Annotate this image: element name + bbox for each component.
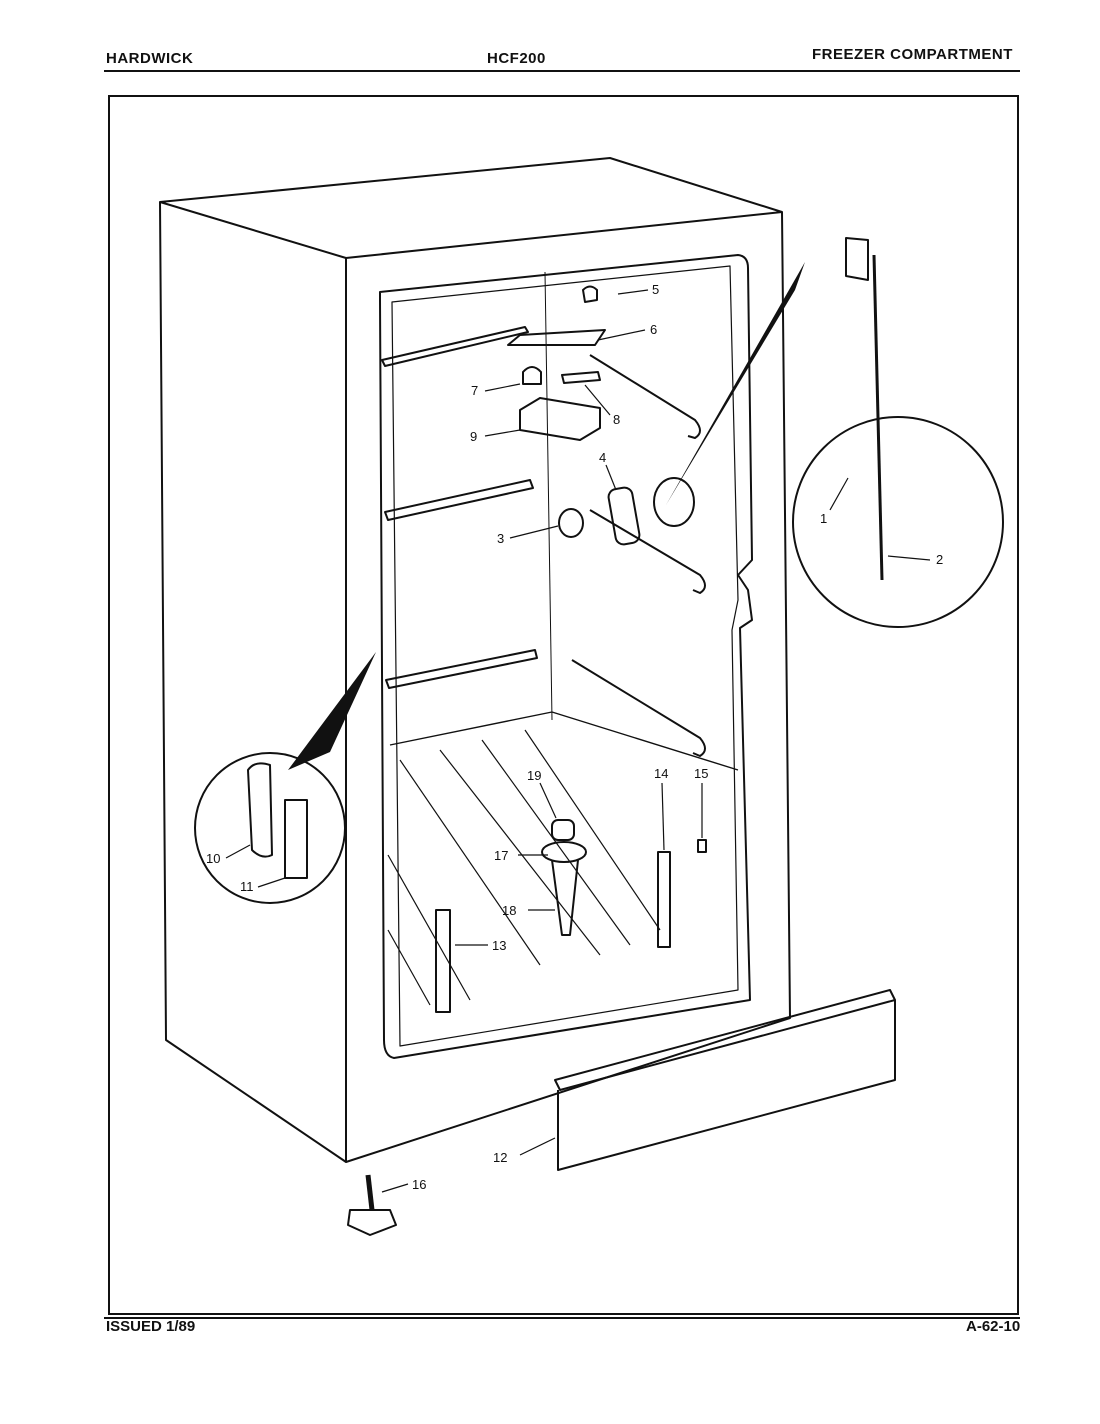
liner-inner (391, 265, 739, 1047)
leader-19 (539, 782, 557, 819)
part-10-latch (247, 762, 273, 858)
footer-issued: ISSUED 1/89 (106, 1318, 196, 1335)
header-model: HCF200 (487, 50, 546, 67)
part-13-bracket (435, 909, 451, 1013)
leader-14 (661, 782, 665, 851)
footer-code: A-62-10 (966, 1318, 1021, 1335)
part-15-screw (697, 839, 707, 853)
shelf-rail-left-3 (385, 649, 538, 689)
callout-13: 13 (492, 938, 506, 953)
part-2-capillary (872, 254, 884, 581)
callout-11: 11 (240, 879, 254, 894)
callout-15: 15 (694, 766, 708, 781)
header-rule (104, 70, 1020, 72)
part-3-knob (558, 508, 584, 538)
detail-circle-thermostat (792, 416, 1004, 628)
callout-7: 7 (471, 383, 478, 398)
shelf-rail-left-2 (384, 479, 534, 521)
part-5-light (582, 285, 598, 303)
part-14-bracket (657, 851, 671, 948)
header-section: FREEZER COMPARTMENT (812, 46, 1013, 63)
part-11-strike (284, 799, 308, 879)
cabinet-outline (159, 157, 791, 1163)
leader-16 (381, 1183, 409, 1193)
callout-18: 18 (502, 903, 516, 918)
callout-9: 9 (470, 429, 477, 444)
magnify-wedge-right (666, 262, 805, 505)
callout-8: 8 (613, 412, 620, 427)
callout-12: 12 (493, 1150, 507, 1165)
shelf-rail-right-3 (571, 659, 706, 757)
leader-3 (509, 525, 559, 539)
callout-6: 6 (650, 322, 657, 337)
floor-wire-6 (387, 929, 431, 1006)
part-16-leg-screw (365, 1174, 375, 1211)
cabinet-top-edge (159, 201, 783, 259)
callout-4: 4 (599, 450, 606, 465)
detail-circle-latch (194, 752, 346, 904)
shelf-rail-right-2 (589, 509, 706, 594)
leader-2 (887, 555, 931, 561)
part-6-bracket (507, 329, 606, 346)
callout-1: 1 (820, 511, 827, 526)
leader-11 (257, 877, 286, 888)
callout-16: 16 (412, 1177, 426, 1192)
part-9-housing (519, 397, 601, 441)
leader-7 (484, 383, 521, 392)
floor-wire-5 (387, 854, 471, 1001)
part-1-thermostat (845, 237, 869, 281)
cabinet-opening (379, 254, 753, 1059)
leader-6 (597, 329, 646, 341)
floor-wire-1 (399, 759, 541, 966)
callout-2: 2 (936, 552, 943, 567)
part-4-bezel (607, 486, 641, 546)
part-12-grille-body (557, 1000, 896, 1171)
leader-10 (225, 844, 251, 859)
callout-5: 5 (652, 282, 659, 297)
part-17-drain-trough (541, 841, 587, 863)
callout-10: 10 (206, 851, 220, 866)
liner-back-seam (544, 271, 553, 721)
callout-19: 19 (527, 768, 541, 783)
shelf-rail-right-1 (589, 354, 701, 439)
leader-4 (605, 464, 617, 491)
callout-17: 17 (494, 848, 508, 863)
magnify-wedge-left (288, 652, 376, 770)
leader-8 (584, 384, 611, 416)
leader-12 (519, 1137, 556, 1156)
part-7-socket (522, 366, 542, 385)
header-brand: HARDWICK (106, 50, 194, 67)
thermostat-port (653, 477, 695, 527)
shelf-rail-left-1 (381, 326, 529, 367)
liner-floor-edge (389, 711, 739, 771)
leader-9 (484, 429, 521, 437)
diagram-frame (108, 95, 1019, 1315)
part-16-leg-foot (347, 1209, 397, 1236)
part-8-switch (561, 371, 601, 384)
leader-5 (617, 289, 649, 295)
leader-1 (829, 477, 849, 511)
callout-3: 3 (497, 531, 504, 546)
part-18-drain-tube (551, 859, 579, 936)
part-19-drain-plug (551, 819, 575, 841)
floor-wire-2 (439, 749, 601, 956)
floor-wire-4 (524, 729, 661, 931)
callout-14: 14 (654, 766, 668, 781)
